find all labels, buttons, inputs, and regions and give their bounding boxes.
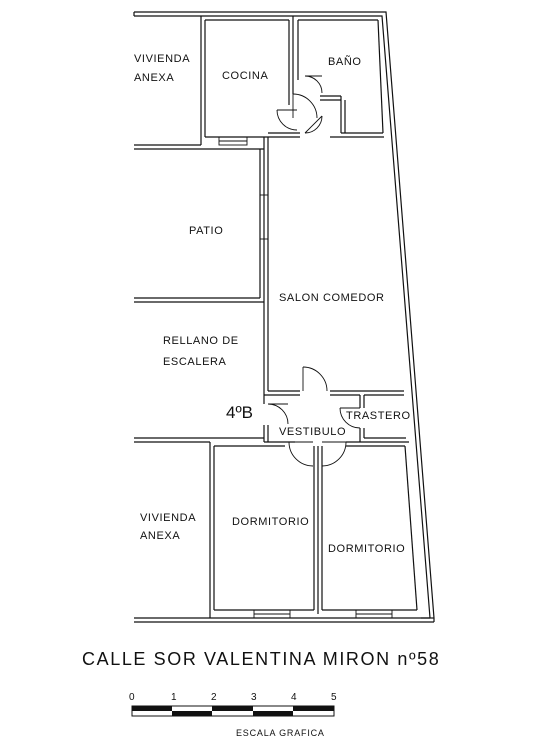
scale-tick-4: 4 <box>291 692 297 703</box>
cocina-walls <box>134 16 294 150</box>
graphic-scale: 0 1 2 3 4 5 ESCALA GRAFICA <box>129 692 337 738</box>
label-cocina: COCINA <box>222 70 268 82</box>
door-swings-bottom <box>288 441 347 467</box>
trastero-walls <box>339 394 409 443</box>
scale-tick-1: 1 <box>171 692 177 703</box>
label-vestibulo: VESTIBULO <box>279 426 346 438</box>
door-swings-top <box>268 75 323 138</box>
dormitorio-walls <box>209 442 418 619</box>
label-vivienda-anexa-top-1: VIVIENDA <box>134 53 190 65</box>
street-title: CALLE SOR VALENTINA MIRON nº58 <box>82 649 440 669</box>
label-dormitorio-left: DORMITORIO <box>232 516 309 528</box>
label-salon-comedor: SALON COMEDOR <box>279 292 385 304</box>
label-trastero: TRASTERO <box>346 410 411 422</box>
label-vivienda-anexa-bottom-1: VIVIENDA <box>140 512 196 524</box>
bano-walls <box>297 19 384 134</box>
scale-tick-3: 3 <box>251 692 257 703</box>
label-bano: BAÑO <box>328 55 362 68</box>
salon-walls <box>264 136 404 396</box>
label-rellano-1: RELLANO DE <box>163 335 239 347</box>
scale-label: ESCALA GRAFICA <box>236 728 325 738</box>
label-rellano-2: ESCALERA <box>163 356 227 368</box>
label-patio: PATIO <box>189 225 223 237</box>
scale-tick-0: 0 <box>129 692 135 703</box>
unit-label: 4ºB <box>226 403 253 422</box>
rellano-walls <box>134 395 295 443</box>
label-vivienda-anexa-top-2: ANEXA <box>134 72 174 84</box>
scale-tick-2: 2 <box>211 692 217 703</box>
label-vivienda-anexa-bottom-2: ANEXA <box>140 530 180 542</box>
scale-tick-5: 5 <box>331 692 337 703</box>
patio-walls <box>134 137 269 395</box>
label-dormitorio-right: DORMITORIO <box>328 543 405 555</box>
